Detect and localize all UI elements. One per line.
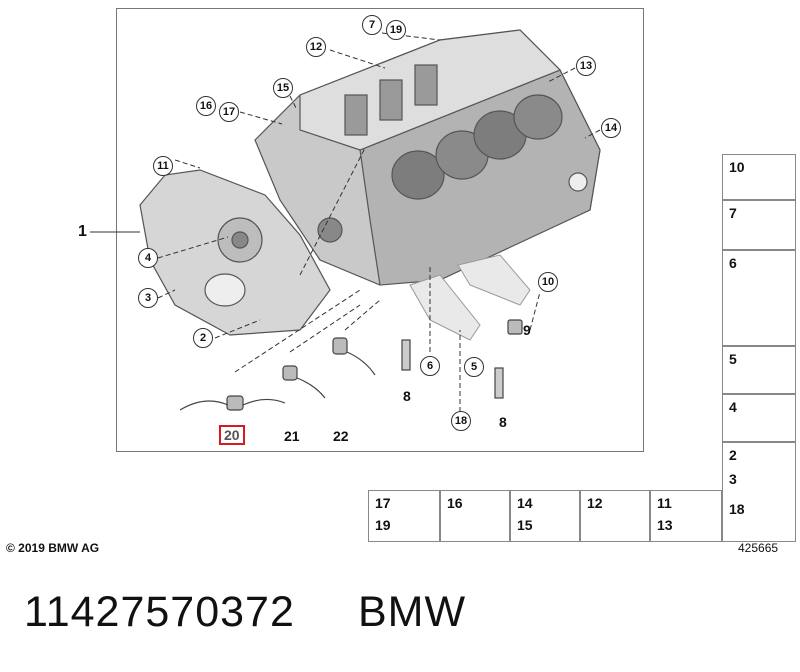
callout-15[interactable]: 15: [273, 78, 293, 98]
callout-18[interactable]: 18: [451, 411, 471, 431]
bottom-label-bottom: 15: [517, 517, 533, 533]
bottom-cell-17-19[interactable]: 17 19: [368, 490, 440, 542]
callout-13[interactable]: 13: [576, 56, 596, 76]
callout-10[interactable]: 10: [538, 272, 558, 292]
side-label: 3: [729, 471, 737, 487]
side-label: 6: [729, 255, 737, 271]
engine-block: [254, 29, 601, 286]
callout-19[interactable]: 19: [386, 20, 406, 40]
bottom-label-top: 17: [375, 495, 391, 511]
bottom-cell-14-15[interactable]: 14 15: [510, 490, 580, 542]
bottom-cell-12[interactable]: 12: [580, 490, 650, 542]
oil-spray-nozzles: [179, 319, 523, 411]
side-label: 4: [729, 399, 737, 415]
diagram-reference-number: 425665: [738, 541, 779, 555]
bottom-label-top: 12: [587, 495, 603, 511]
callout-11[interactable]: 11: [153, 156, 173, 176]
callout-20-highlighted[interactable]: 20: [219, 425, 245, 445]
callout-14[interactable]: 14: [601, 118, 621, 138]
callout-2[interactable]: 2: [193, 328, 213, 348]
callout-1: 1: [78, 223, 87, 240]
bottom-cell-16[interactable]: 16: [440, 490, 510, 542]
callout-12[interactable]: 12: [306, 37, 326, 57]
side-cell-6[interactable]: 6: [722, 250, 796, 346]
side-label: 2: [729, 447, 737, 463]
callout-5[interactable]: 5: [464, 357, 484, 377]
side-cell-2-3-18[interactable]: 2 3 18: [722, 442, 796, 542]
bottom-label-bottom: 13: [657, 517, 673, 533]
bottom-label-top: 14: [517, 495, 533, 511]
callout-7[interactable]: 7: [362, 15, 382, 35]
side-label: 7: [729, 205, 737, 221]
callout-3[interactable]: 3: [138, 288, 158, 308]
copyright-notice: © 2019 BMW AG: [6, 541, 100, 555]
timing-cover: [139, 169, 331, 336]
callout-4[interactable]: 4: [138, 248, 158, 268]
callout-8-left[interactable]: 8: [403, 388, 411, 404]
callout-16[interactable]: 16: [196, 96, 216, 116]
side-cell-5[interactable]: 5: [722, 346, 796, 394]
bottom-cell-11-13[interactable]: 11 13: [650, 490, 722, 542]
leader-lines: [90, 32, 601, 412]
bottom-label-top: 16: [447, 495, 463, 511]
side-label: 5: [729, 351, 737, 367]
bottom-label-bottom: 19: [375, 517, 391, 533]
callout-6[interactable]: 6: [420, 356, 440, 376]
callout-8-right[interactable]: 8: [499, 414, 507, 430]
bottom-label-top: 11: [657, 495, 672, 511]
callout-22[interactable]: 22: [333, 428, 349, 444]
brand-name: BMW: [358, 588, 467, 636]
callout-9[interactable]: 9: [523, 322, 531, 338]
side-cell-7[interactable]: 7: [722, 200, 796, 250]
part-number: 11427570372: [24, 588, 295, 636]
bearing-bracket: [409, 254, 531, 341]
side-label: 18: [729, 501, 745, 517]
side-cell-10[interactable]: 10: [722, 154, 796, 200]
callout-17[interactable]: 17: [219, 102, 239, 122]
side-label: 10: [729, 159, 745, 175]
side-cell-4[interactable]: 4: [722, 394, 796, 442]
callout-21[interactable]: 21: [284, 428, 300, 444]
